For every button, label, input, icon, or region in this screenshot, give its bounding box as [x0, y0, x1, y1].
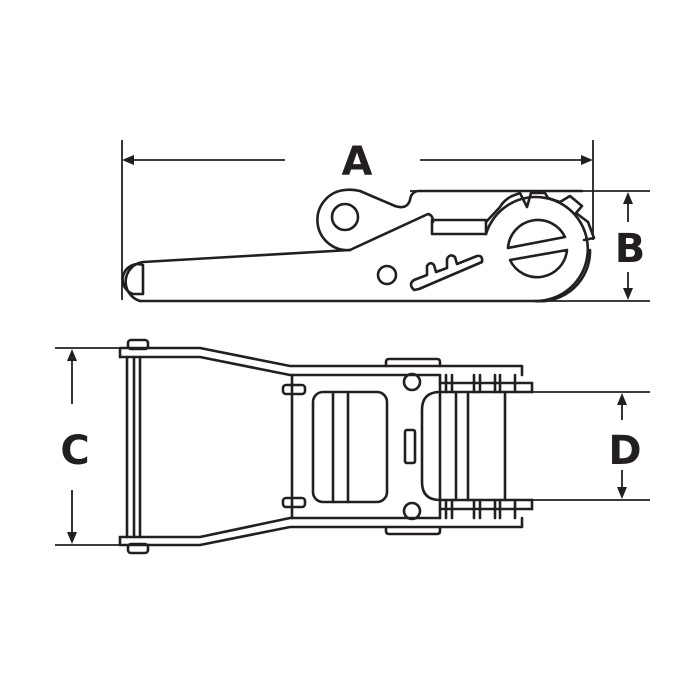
dimension-label-d: D [608, 428, 641, 474]
dimension-c: C [55, 347, 125, 546]
spool [420, 390, 534, 502]
handle-slot [121, 262, 145, 296]
dimension-label-a: A [342, 139, 373, 185]
rivet-hole [376, 264, 398, 286]
release-slot [403, 428, 417, 465]
dimension-a: A [121, 139, 594, 300]
webbing-window [311, 390, 389, 504]
pawl-slot [430, 218, 488, 236]
top-view: C D [55, 338, 650, 555]
buckle-top-outline [118, 338, 534, 555]
dimension-d: D [530, 391, 650, 501]
pivot-top [402, 372, 422, 392]
side-view: A B [121, 139, 650, 303]
dimension-label-c: C [60, 428, 89, 474]
ratchet-teeth [444, 373, 517, 520]
pivot-bottom [402, 501, 422, 521]
buckle-side-outline [121, 188, 596, 303]
pawl [409, 254, 484, 292]
lever-pivot-hole [330, 202, 360, 232]
spool-axle [506, 218, 569, 279]
rivet-top [281, 383, 307, 396]
dimension-label-b: B [615, 226, 646, 272]
rivet-bottom [281, 496, 307, 509]
